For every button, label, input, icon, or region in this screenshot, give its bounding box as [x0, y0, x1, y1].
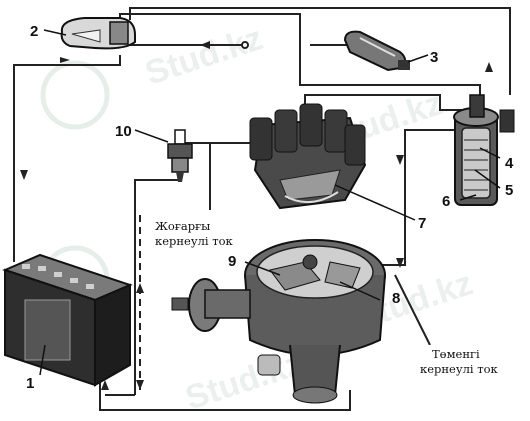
- callout-1: 1: [26, 375, 34, 392]
- high-voltage-label-line1: Жоғарғы: [155, 219, 210, 233]
- callout-4: 4: [505, 155, 514, 172]
- callout-leaders: [39, 29, 501, 376]
- arrow-icon: [136, 380, 144, 390]
- watermark: Stud.kz: [141, 19, 268, 93]
- additional-relay: [343, 30, 410, 72]
- arrow-icon: [485, 62, 493, 72]
- wiring: [13, 7, 511, 411]
- ignition-coil: [453, 94, 515, 206]
- callout-9: 9: [228, 253, 236, 270]
- callout-5: 5: [505, 182, 513, 199]
- low-voltage-label-line2: кернеулі ток: [420, 362, 499, 376]
- high-voltage-label-line2: кернеулі ток: [155, 234, 234, 248]
- watermark-logo: [40, 60, 110, 130]
- low-voltage-label-line1: Төменгі: [432, 347, 480, 361]
- arrow-icon: [101, 380, 109, 390]
- arrow-icon: [136, 283, 144, 293]
- watermark: Stud.kz: [181, 344, 308, 418]
- distributor: [171, 239, 386, 404]
- callout-7: 7: [418, 215, 426, 232]
- spark-plug: [167, 129, 193, 182]
- callout-10: 10: [115, 123, 132, 140]
- callout-8: 8: [392, 290, 400, 307]
- arrow-icon: [396, 258, 404, 268]
- current-arrows: [20, 41, 493, 390]
- arrow-icon: [60, 57, 70, 63]
- callout-6: 6: [442, 193, 450, 210]
- callout-2: 2: [30, 23, 38, 40]
- callout-numbers: 1 2 3 4 5 6 7 8 9 10: [26, 23, 514, 392]
- distributor-cap: [249, 103, 367, 210]
- ignition-switch: [60, 17, 136, 50]
- arrow-icon: [200, 41, 210, 49]
- arrow-icon: [20, 170, 28, 180]
- voltage-labels: Жоғарғы кернеулі ток Төменгі кернеулі то…: [152, 218, 505, 379]
- battery: [2, 253, 133, 387]
- callout-3: 3: [430, 49, 438, 66]
- arrow-icon: [396, 155, 404, 165]
